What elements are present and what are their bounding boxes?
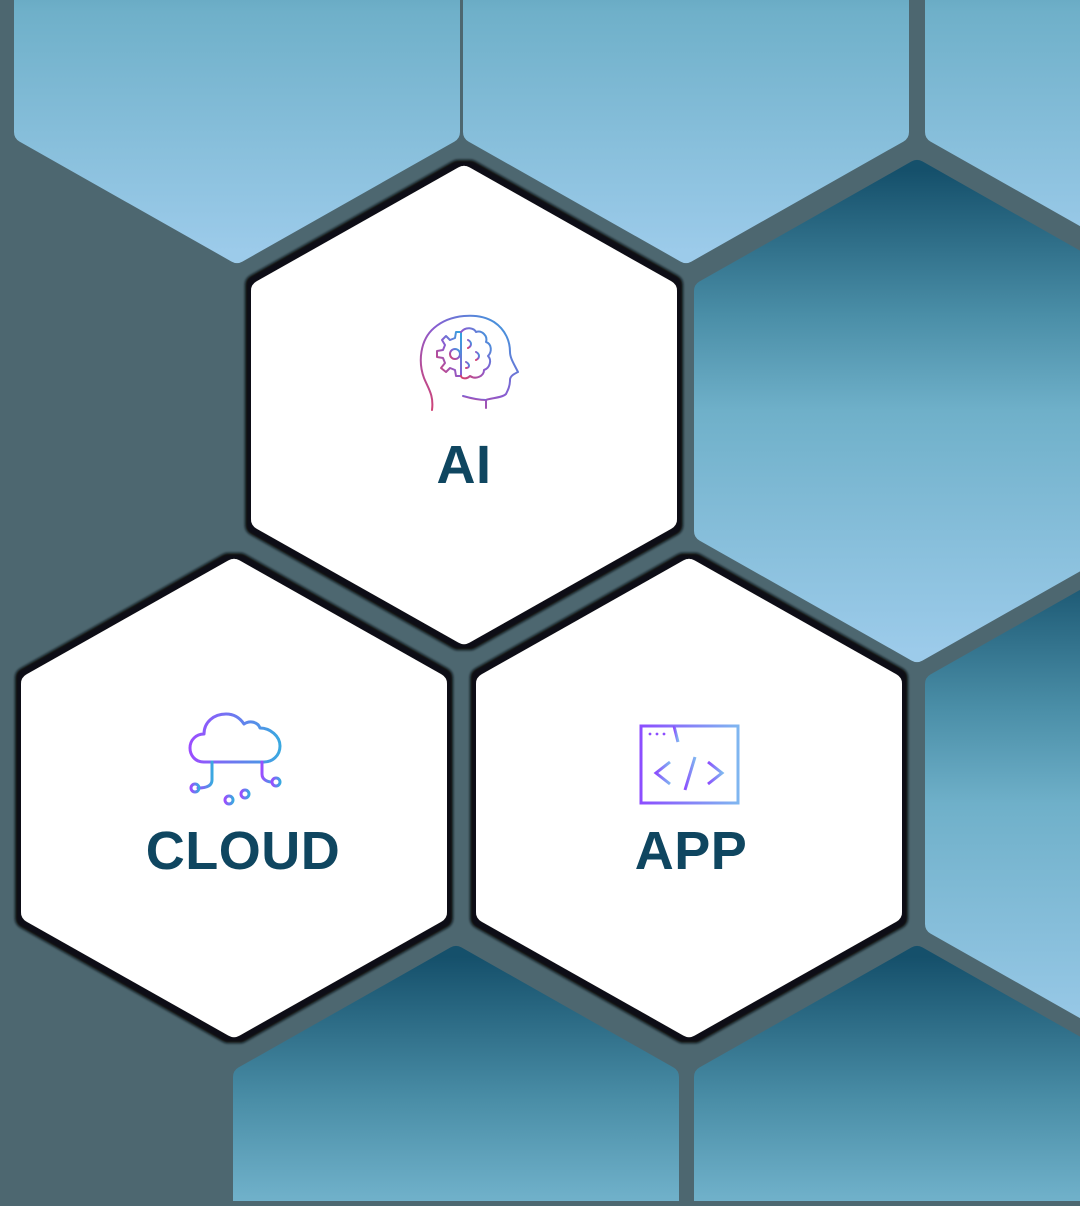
tile <box>233 946 679 1206</box>
brain-head-icon <box>419 314 519 411</box>
ai-label: AI <box>436 435 492 495</box>
tile <box>925 0 1080 227</box>
cloud-network-icon <box>188 712 282 806</box>
blue-tiles <box>14 0 1080 1206</box>
cloud-label: CLOUD <box>145 821 341 881</box>
app-hexagon <box>476 559 902 1037</box>
ai-hexagon <box>251 166 677 644</box>
code-window-icon <box>639 724 740 805</box>
app-label: APP <box>634 821 748 881</box>
tile <box>14 0 460 263</box>
tile <box>925 589 1080 1019</box>
tile <box>463 0 909 263</box>
tile <box>694 946 1080 1206</box>
tile <box>694 160 1080 662</box>
